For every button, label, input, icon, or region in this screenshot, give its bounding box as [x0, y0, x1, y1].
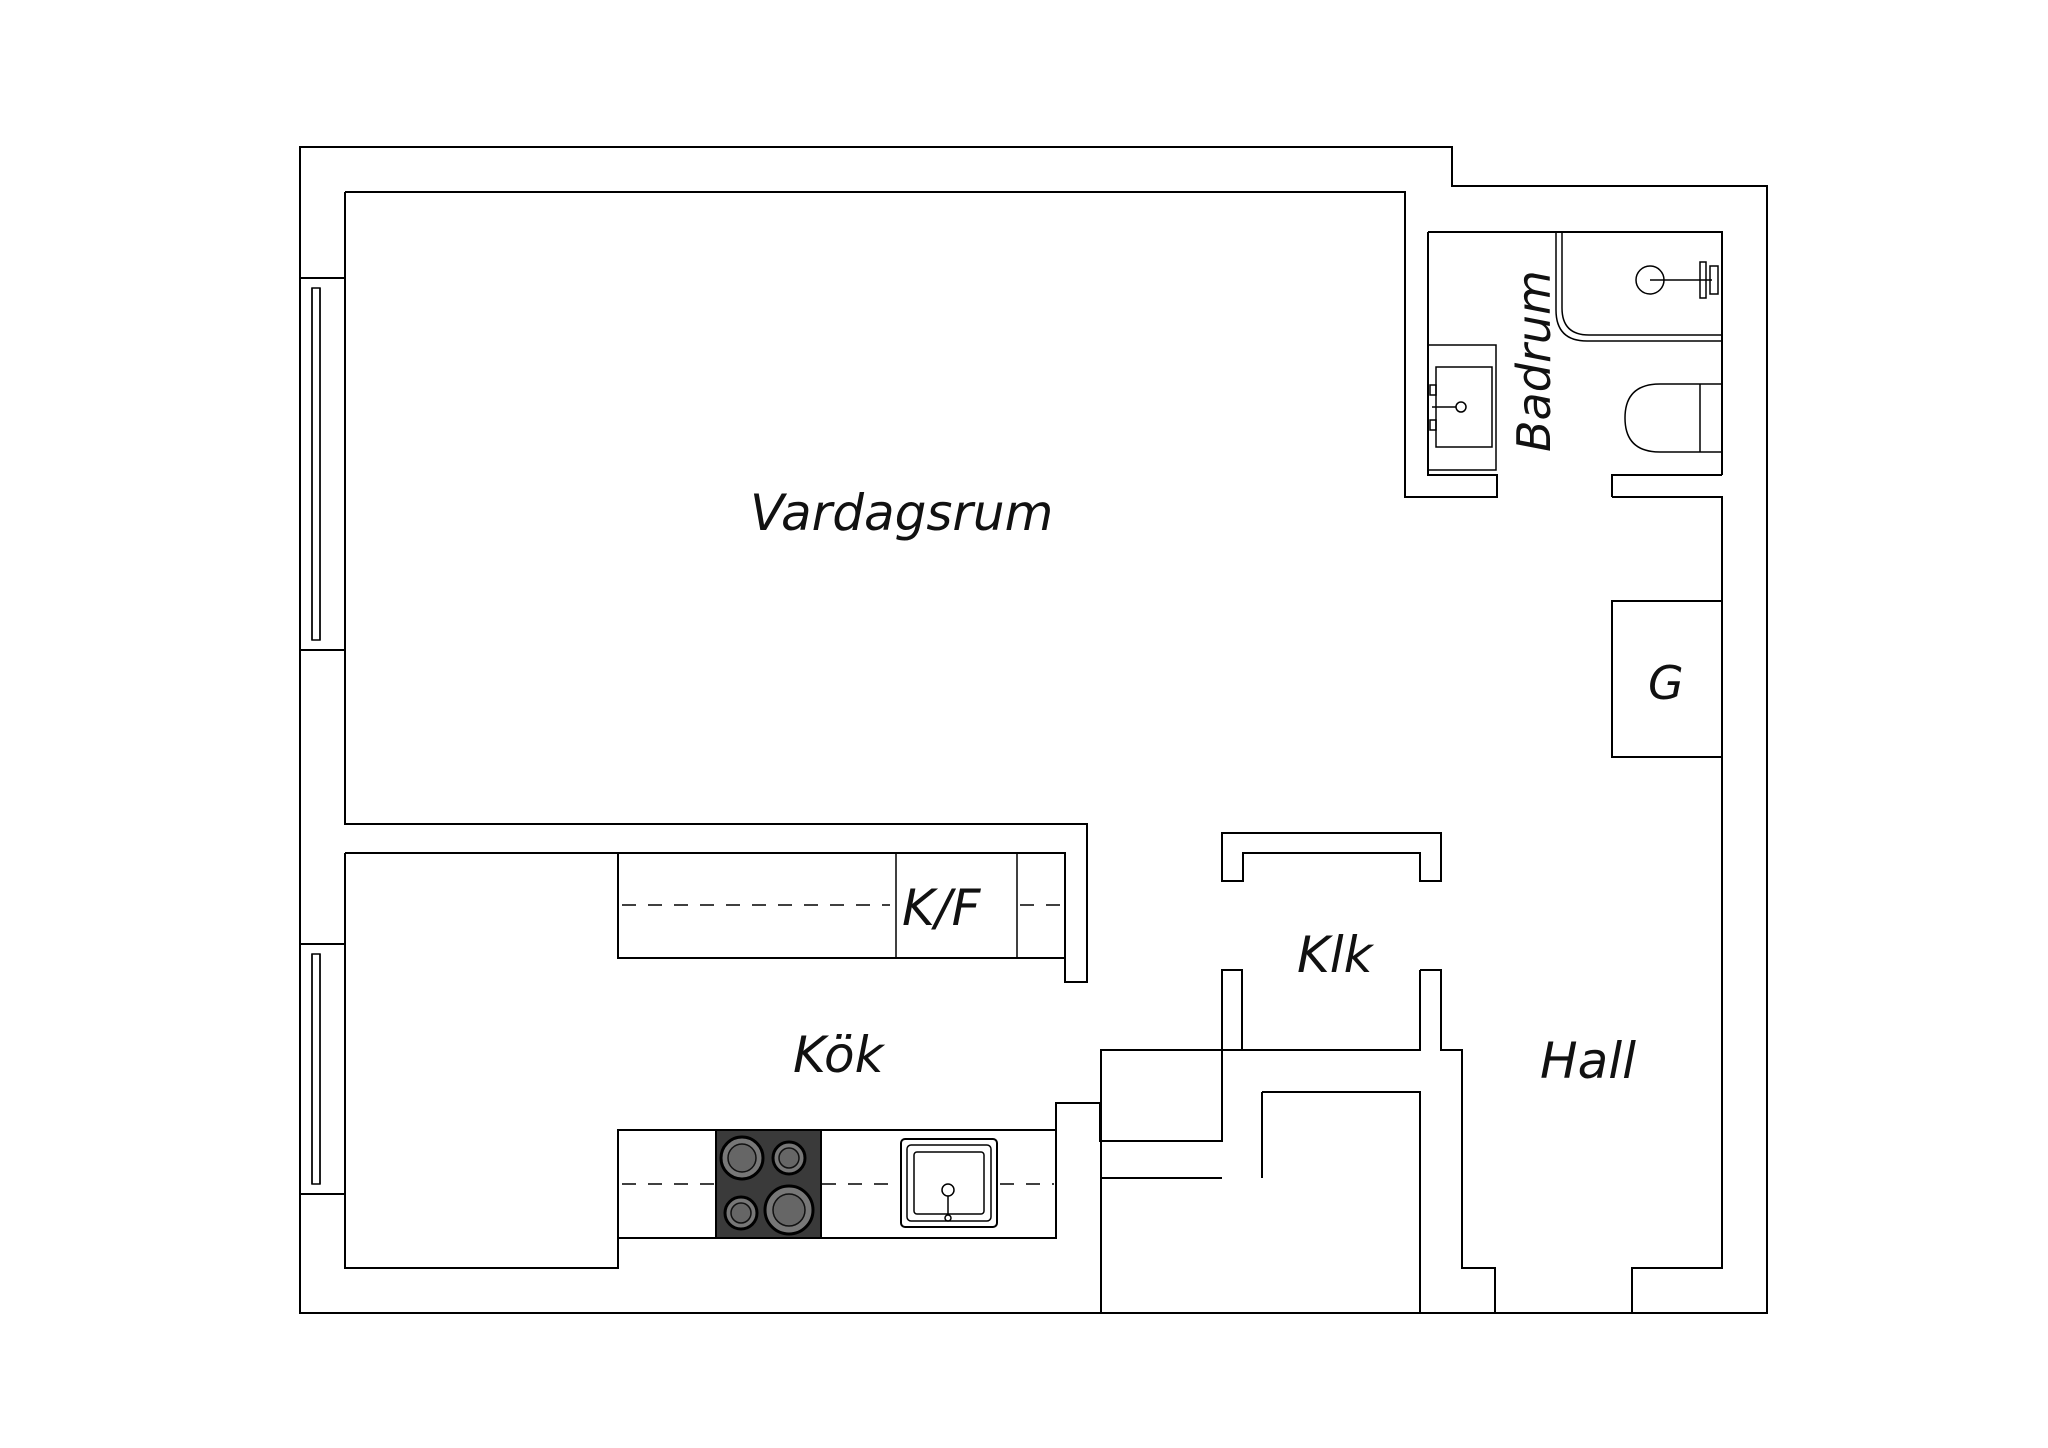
kitchen-sink-icon	[900, 1138, 998, 1228]
closet-right	[1420, 969, 1496, 1313]
wardrobe-label: G	[1648, 656, 1684, 710]
bath-door-right	[1611, 474, 1722, 497]
room-label-badrum: Badrum	[1507, 270, 1561, 452]
fridge-counter	[617, 852, 1066, 959]
closet-inner	[1242, 970, 1421, 1051]
hall-wall	[1612, 496, 1723, 1313]
window-upper	[299, 277, 346, 651]
room-label-vardagsrum: Vardagsrum	[750, 484, 1053, 542]
wardrobe	[1611, 600, 1723, 758]
kitchen-wall	[344, 853, 1243, 1269]
closet-wall-top	[1221, 832, 1442, 882]
room-label-hall: Hall	[1540, 1032, 1636, 1090]
bathroom	[1427, 231, 1723, 476]
living-room-wall	[345, 191, 1498, 498]
room-label-kok: Kök	[793, 1026, 886, 1084]
hall-lower-wall	[1262, 1091, 1421, 1313]
room-label-klk: Klk	[1297, 926, 1375, 984]
stove-icon	[715, 1129, 822, 1239]
window-lower	[299, 943, 346, 1195]
fridge-label: K/F	[902, 879, 982, 937]
outer-wall	[299, 146, 1768, 1314]
